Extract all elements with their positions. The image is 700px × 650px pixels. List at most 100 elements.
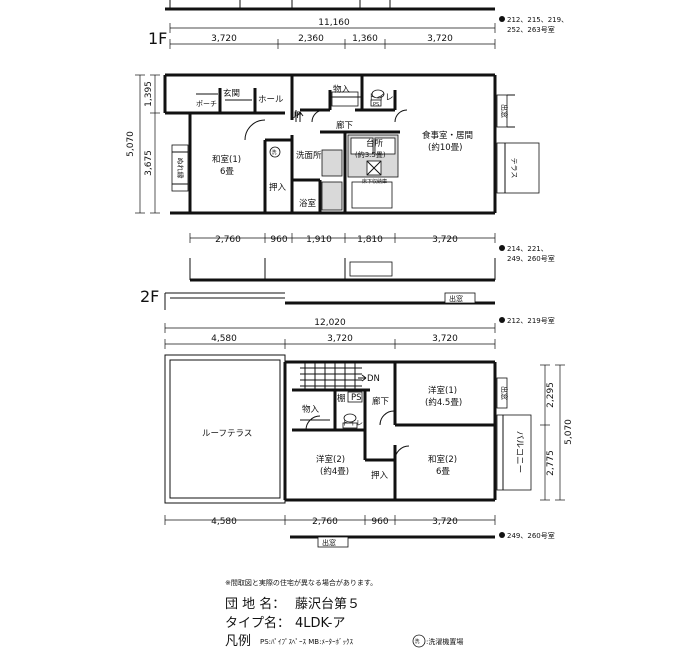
first-floor-washroom-label: 洗面所 [296,150,322,161]
second-floor-right-dimensions: 5,070 2,295 2,775 [540,364,574,501]
second-floor-bottom-window-label: 出窓 [322,538,336,547]
first-floor-bottom-dimensions: 2,760 960 1,910 1,810 3,720 [189,233,496,245]
first-floor-bottom-note-line-2: 249、260号室 [507,254,555,263]
first-floor-top-note: 212、215、219、 252、263号室 [499,16,568,34]
first-floor-kitchen-name: 台所 [366,138,384,149]
first-floor-top-segment-4: 3,720 [427,34,453,44]
first-floor-closet-label: 押入 [269,182,287,193]
first-floor-entrance-label: 玄関 [223,88,240,99]
washer-legend-icon [412,634,426,648]
first-floor-bottom-segment-2: 960 [270,235,287,245]
second-floor-label: 2F [140,287,159,306]
first-floor-left-dimensions: 5,070 1,395 3,675 [126,74,160,214]
legend-label: 凡例 [225,634,251,649]
second-floor-top-segment-2: 3,720 [327,334,353,344]
footer: ※間取図と実際の住宅が異なる場合があります。 団 地 名： 藤沢台第５ タイプ名… [225,578,463,649]
second-floor-roof-terrace-label: ルーフテラス [202,429,252,439]
second-floor-western1-name: 洋室(1) [428,385,457,396]
first-floor-hall-label: ホール [258,95,284,105]
second-floor-right-lower: 2,775 [546,450,556,476]
first-floor-kitchen-size: (約3.5畳) [355,150,386,159]
first-floor-left-outer: 5,070 [126,131,136,157]
middle-neighbor-strip [189,258,496,282]
first-floor-bottom-segment-3: 1,910 [306,235,332,245]
second-floor-top-segment-3: 3,720 [432,334,458,344]
second-floor-western2-size: (約4畳) [320,466,349,477]
second-floor-right-window-label: 出窓 [500,386,509,400]
second-floor-top-window-label: 出窓 [449,294,463,303]
first-floor-left-lower: 3,675 [144,150,154,176]
top-neighbor-strip [165,0,495,11]
first-floor-up-label: UP [290,111,301,121]
second-floor-total-width: 12,020 [314,318,346,328]
second-floor-corridor-label: 廊下 [372,396,390,407]
first-floor-bottom-segment-4: 1,810 [357,235,383,245]
second-floor-shelf-label: 棚 [337,393,346,404]
second-floor-bottom-dimensions: 4,580 2,760 960 3,720 [164,515,496,527]
first-floor-porch-label: ポーチ [196,100,217,108]
estate-name-label: 団 地 名： [225,596,285,612]
first-floor-plan: PS 洗 ポーチ 玄関 ホール 物入 ト [163,73,540,215]
first-floor-bath-label: 浴室 [299,198,317,209]
second-floor-upper-neighbor: 出窓 [164,292,495,310]
second-floor-right-outer: 5,070 [564,419,574,445]
second-floor-bottom-strip: 出窓 249、260号室 [290,531,555,548]
type-name-label: タイプ名： [225,615,290,631]
first-floor-dining-name: 食事室・居間 [422,130,473,141]
second-floor-top-segment-1: 4,580 [211,334,237,344]
legend-washer-symbol: 洗 [415,638,420,645]
first-floor-toilet-label: トイレ [368,93,394,103]
first-floor-bottom-note-line-1: 214、221、 [507,245,548,253]
first-floor-top-segment-3: 1,360 [352,34,378,44]
legend-washer-text: :洗濯機置場 [426,637,463,646]
second-floor-top-note: 212、219号室 [499,316,555,325]
second-floor-storage-label: 物入 [302,404,320,415]
first-floor-top-dimensions: 11,160 3,720 2,360 1,360 3,720 [169,18,496,49]
first-floor-washer-symbol: 洗 [272,149,277,156]
first-floor-bottom-note: 214、221、 249、260号室 [499,245,555,263]
second-floor-ps-label: PS [351,393,362,403]
first-floor-window-label: 出窓 [500,104,509,118]
second-floor-bottom-note: 249、260号室 [507,531,555,540]
first-floor-japanese-name: 和室(1) [212,154,241,165]
second-floor-toilet-label: トイレ [342,419,363,427]
second-floor-japanese2-name: 和室(2) [428,454,457,465]
first-floor-nureen-label: ぬれ縁 [176,158,185,179]
first-floor-ps-label: PS [373,102,379,108]
second-floor-plan: 出窓 DN 棚 PS 廊下 物入 トイレ 洋室(1) (約4.5畳) ルーフテラ… [164,354,532,504]
first-floor-total-width: 11,160 [318,18,350,28]
estate-name-value: 藤沢台第５ [295,597,360,612]
second-floor-western1-size: (約4.5畳) [425,397,462,408]
first-floor-top-note-line-1: 212、215、219、 [507,16,568,24]
second-floor-stairs [300,362,367,390]
second-floor-japanese2-size: 6畳 [436,467,450,477]
first-floor-dining-size: (約10畳) [428,142,462,153]
disclaimer-text: ※間取図と実際の住宅が異なる場合があります。 [225,578,377,587]
second-floor-top-note: 212、219号室 [507,316,555,325]
second-floor-bottom-segment-3: 960 [371,517,388,527]
second-floor-western2-name: 洋室(2) [316,454,345,465]
second-floor-dn-label: DN [367,374,380,384]
first-floor-corridor-label: 廊下 [336,120,354,131]
second-floor-bottom-segment-1: 4,580 [211,517,237,527]
second-floor-right-upper: 2,295 [546,382,556,408]
second-floor-bottom-segment-4: 3,720 [432,517,458,527]
type-name-value: 4LDK-ア [295,616,345,631]
first-floor-top-segment-2: 2,360 [298,34,324,44]
first-floor-left-upper: 1,395 [144,81,154,107]
first-floor-underfloor-label: 床下収納庫 [362,178,387,185]
first-floor-storage-label: 物入 [333,84,351,95]
first-floor-terrace-label: テラス [510,158,518,179]
second-floor-balcony-label: バルコニー [514,431,524,473]
first-floor-top-segment-1: 3,720 [211,34,237,44]
second-floor-top-dimensions: 12,020 4,580 3,720 3,720 [164,318,496,349]
second-floor-closet-label: 押入 [371,470,389,481]
first-floor-japanese-size: 6畳 [220,167,234,177]
second-floor-bottom-segment-2: 2,760 [312,517,338,527]
first-floor-bottom-segment-1: 2,760 [215,235,241,245]
first-floor-label: 1F [148,29,167,48]
first-floor-bottom-segment-5: 3,720 [432,235,458,245]
first-floor-top-note-line-2: 252、263号室 [507,25,555,34]
legend-items: PS:ﾊﾟｲﾌﾟｽﾍﾟｰｽ MB:ﾒｰﾀｰﾎﾞｯｸｽ [260,638,353,646]
